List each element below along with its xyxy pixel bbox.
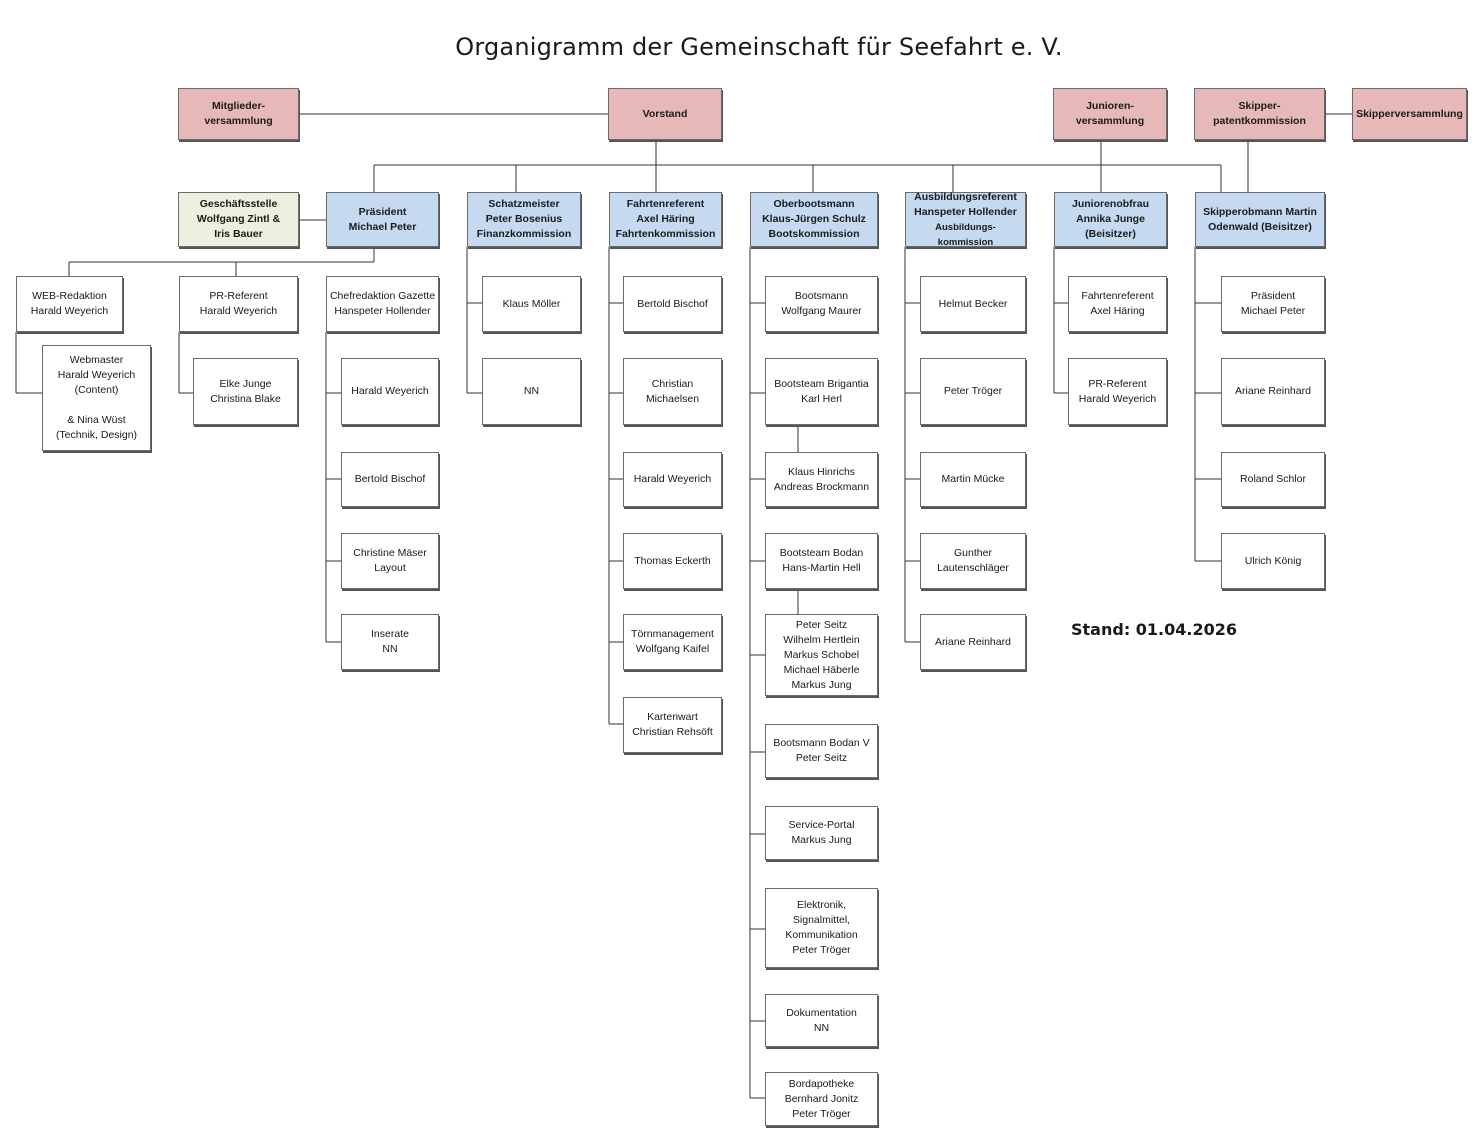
node-jun-pr: PR-Referent Harald Weyerich: [1068, 358, 1167, 425]
node-skipperpatentkommission: Skipper- patentkommission: [1194, 88, 1325, 140]
node-gazette-christine: Christine Mäser Layout: [341, 533, 439, 589]
node-boot-bodan-v: Bootsmann Bodan V Peter Seitz: [765, 724, 878, 778]
node-boot-apotheke: Bordapotheke Bernhard Jonitz Peter Tröge…: [765, 1072, 878, 1126]
node-fahrtenreferent: Fahrtenreferent Axel Häring Fahrtenkommi…: [609, 192, 722, 247]
node-skip-koenig: Ulrich König: [1221, 533, 1325, 589]
node-ausbildungsreferent: Ausbildungsreferent Hanspeter Hollender …: [905, 190, 1026, 248]
node-webmaster: Webmaster Harald Weyerich (Content) & Ni…: [42, 345, 151, 451]
node-skip-reinhard: Ariane Reinhard: [1221, 358, 1325, 425]
node-fahrt-christian: Christian Michaelsen: [623, 358, 722, 425]
node-gazette-bertold: Bertold Bischof: [341, 452, 439, 507]
node-schatzmeister: Schatzmeister Peter Bosenius Finanzkommi…: [467, 192, 581, 247]
node-boot-brigantia: Bootsteam Brigantia Karl Herl: [765, 358, 878, 425]
node-skip-praesident: Präsident Michael Peter: [1221, 276, 1325, 332]
node-juniorenversammlung: Junioren- versammlung: [1053, 88, 1167, 140]
ausbildungsreferent-title: Ausbildungsreferent Hanspeter Hollender: [914, 190, 1017, 218]
node-fahrt-karten: Kartenwart Christian Rehsöft: [623, 697, 722, 753]
node-boot-seitz-team: Peter Seitz Wilhelm Hertlein Markus Scho…: [765, 614, 878, 696]
node-fin-klaus: Klaus Möller: [482, 276, 581, 332]
node-praesident: Präsident Michael Peter: [326, 192, 439, 247]
node-fahrt-toern: Törnmanagement Wolfgang Kaifel: [623, 614, 722, 670]
node-ausb-muecke: Martin Mücke: [920, 452, 1026, 507]
node-vorstand: Vorstand: [608, 88, 722, 140]
node-skipperobmann: Skipperobmann Martin Odenwald (Beisitzer…: [1195, 192, 1325, 247]
node-gazette-inserate: Inserate NN: [341, 614, 439, 670]
node-geschaeftsstelle: Geschäftsstelle Wolfgang Zintl & Iris Ba…: [178, 192, 299, 247]
node-fahrt-bertold: Bertold Bischof: [623, 276, 722, 332]
node-mitgliederversammlung: Mitglieder- versammlung: [178, 88, 299, 140]
node-boot-doku: Dokumentation NN: [765, 994, 878, 1047]
node-boot-hinrichs: Klaus Hinrichs Andreas Brockmann: [765, 452, 878, 507]
node-fahrt-harald: Harald Weyerich: [623, 452, 722, 507]
node-pr-members: Elke Junge Christina Blake: [193, 358, 298, 425]
stand-date: Stand: 01.04.2026: [1071, 620, 1237, 639]
node-skipperversammlung: Skipperversammlung: [1352, 88, 1467, 140]
node-juniorenobfrau: Juniorenobfrau Annika Junge (Beisitzer): [1054, 192, 1167, 247]
node-ausb-gunther: Gunther Lautenschläger: [920, 533, 1026, 589]
node-jun-fahrten: Fahrtenreferent Axel Häring: [1068, 276, 1167, 332]
node-ausb-becker: Helmut Becker: [920, 276, 1026, 332]
node-skip-schlor: Roland Schlor: [1221, 452, 1325, 507]
node-pr-referent: PR-Referent Harald Weyerich: [179, 276, 298, 332]
node-boot-service: Service-Portal Markus Jung: [765, 806, 878, 860]
node-gazette-harald: Harald Weyerich: [341, 358, 439, 425]
node-boot-bodan: Bootsteam Bodan Hans-Martin Hell: [765, 533, 878, 589]
node-chefredaktion: Chefredaktion Gazette Hanspeter Hollende…: [326, 276, 439, 332]
node-boot-maurer: Bootsmann Wolfgang Maurer: [765, 276, 878, 332]
node-ausb-troeger: Peter Tröger: [920, 358, 1026, 425]
node-web-redaktion: WEB-Redaktion Harald Weyerich: [16, 276, 123, 332]
ausbildungskommission-label: Ausbildungs-kommission: [935, 221, 996, 248]
chart-title: Organigramm der Gemeinschaft für Seefahr…: [455, 33, 1063, 61]
node-fin-nn: NN: [482, 358, 581, 425]
node-oberbootsmann: Oberbootsmann Klaus-Jürgen Schulz Bootsk…: [750, 192, 878, 247]
node-boot-elektronik: Elektronik, Signalmittel, Kommunikation …: [765, 888, 878, 968]
node-fahrt-thomas: Thomas Eckerth: [623, 533, 722, 589]
node-ausb-reinhard: Ariane Reinhard: [920, 614, 1026, 670]
